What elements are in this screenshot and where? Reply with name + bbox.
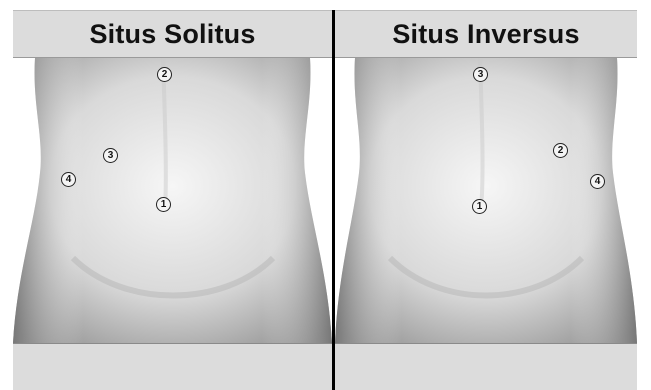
marker-2: 2 bbox=[157, 67, 172, 82]
marker-3: 3 bbox=[473, 67, 488, 82]
panel-header-solitus: Situs Solitus bbox=[13, 10, 332, 58]
marker-1: 1 bbox=[472, 199, 487, 214]
panel-title-solitus: Situs Solitus bbox=[89, 19, 255, 50]
marker-4: 4 bbox=[61, 172, 76, 187]
panel-header-inversus: Situs Inversus bbox=[335, 10, 637, 58]
panel-footer-solitus bbox=[13, 343, 332, 390]
panel-footer-inversus bbox=[335, 343, 637, 390]
marker-3: 3 bbox=[103, 148, 118, 163]
torso-illustration-solitus bbox=[13, 58, 332, 343]
torso-illustration-inversus bbox=[335, 58, 637, 343]
marker-1: 1 bbox=[156, 197, 171, 212]
marker-2: 2 bbox=[553, 143, 568, 158]
marker-4: 4 bbox=[590, 174, 605, 189]
panel-situs-inversus: Situs Inversus bbox=[335, 0, 637, 390]
panel-title-inversus: Situs Inversus bbox=[392, 19, 579, 50]
panel-situs-solitus: Situs Solitus bbox=[13, 0, 332, 390]
